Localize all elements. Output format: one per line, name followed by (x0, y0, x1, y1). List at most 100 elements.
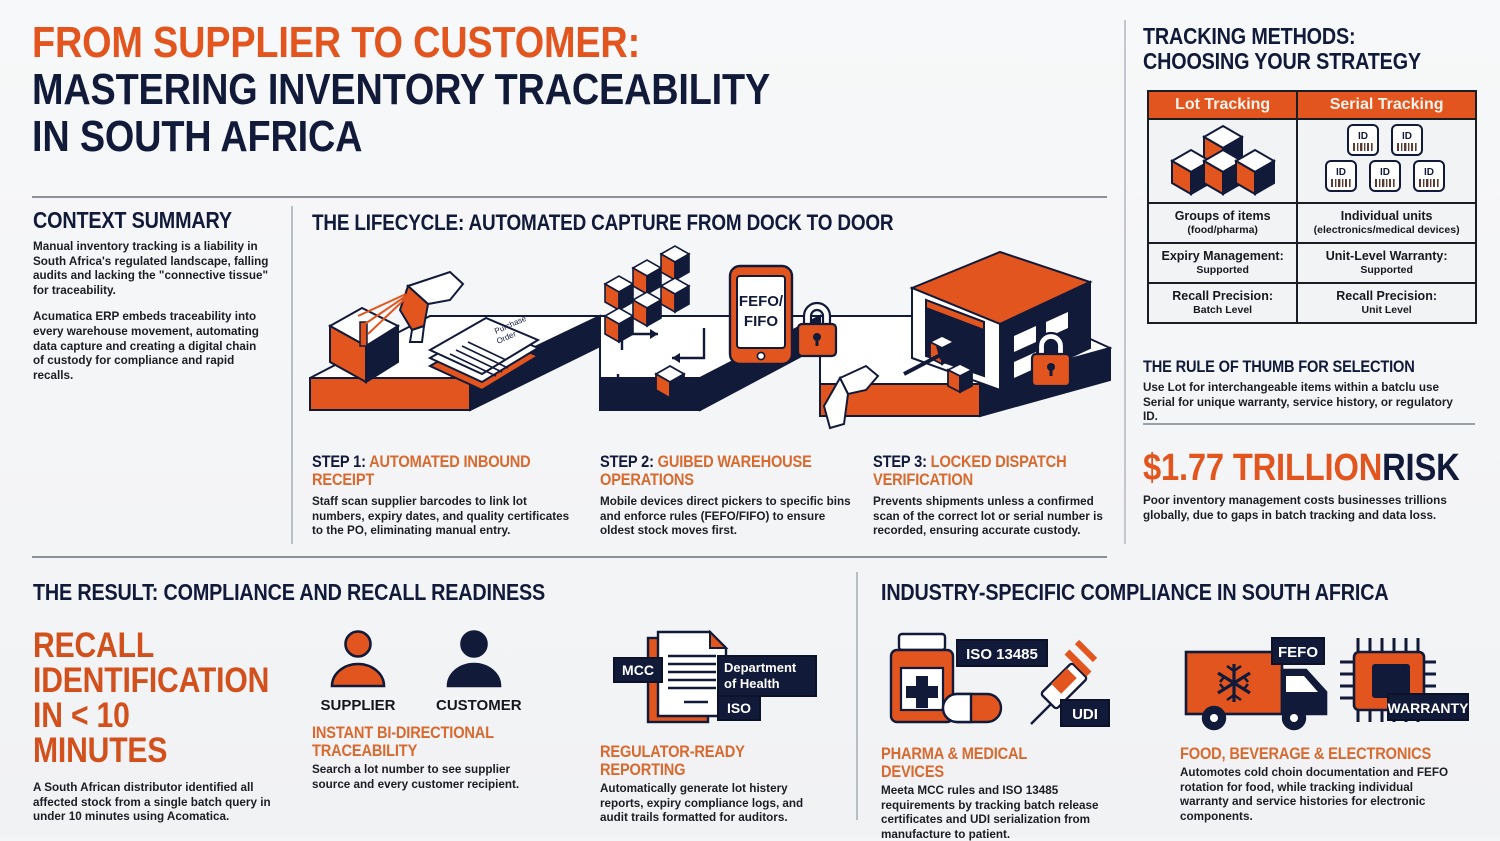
svg-text:ID: ID (1380, 167, 1390, 178)
capsule-icon (941, 692, 1003, 724)
recall-stat-block: RECALL IDENTIFICATION IN < 10 MINUTES A … (33, 628, 303, 824)
rule-of-thumb-section: THE RULE OF THUMB FOR SELECTION Use Lot … (1143, 358, 1479, 424)
id-tags-icon: ID ID ID (1324, 123, 1445, 192)
svg-text:ISO 13485: ISO 13485 (966, 646, 1038, 663)
cell-lot-row-2-sub: Supported (1196, 264, 1249, 276)
result-section-heading: THE RESULT: COMPLIANCE AND RECALL READIN… (33, 579, 546, 605)
inbound-box (327, 306, 401, 384)
regulator-reporting-block: MCC Department of Health ISO REGULATOR-R… (600, 629, 840, 825)
pharma-heading: PHARMA & MEDICAL DEVICES (881, 744, 1027, 781)
risk-section: $1.77 TRILLIONRISK Poor inventory manage… (1143, 448, 1483, 522)
risk-headline: $1.77 TRILLIONRISK (1143, 448, 1460, 488)
tracking-methods-table: Lot Tracking Serial Tracking (1146, 90, 1477, 324)
tracking-methods-heading-line1: TRACKING METHODS: (1143, 23, 1356, 49)
rule-of-thumb-heading: THE RULE OF THUMB FOR SELECTION (1143, 357, 1415, 376)
tag-department-of-health: Department of Health (717, 655, 817, 697)
cell-lot-row-1-sub: (food/pharma) (1187, 224, 1258, 236)
table-header-row: Lot Tracking Serial Tracking (1146, 90, 1477, 120)
table-row: Recall Precision: Batch Level Recall Pre… (1146, 282, 1477, 324)
divider-bottom (32, 556, 1107, 558)
step-2: STEP 2: GUIBED WAREHOUSE OPERATIONS Mobi… (600, 453, 865, 538)
column-header-serial-tracking: Serial Tracking (1296, 90, 1477, 120)
table-row: Expiry Management: Supported Unit-Level … (1146, 242, 1477, 284)
serial-tracking-illustration-cell: ID ID ID (1296, 118, 1477, 204)
tracking-methods-heading: TRACKING METHODS: CHOOSING YOUR STRATEGY (1143, 24, 1421, 74)
cell-serial-row-1-main: Individual units (1340, 209, 1433, 223)
title-line-2: MASTERING INVENTORY TRACEABILITY (32, 65, 771, 114)
svg-text:MCC: MCC (622, 662, 654, 678)
step-1-description: Staff scan supplier barcodes to link lot… (312, 494, 570, 538)
bidirectional-heading: INSTANT BI-DIRECTIONAL TRACEABILITY (312, 723, 494, 760)
step-1-label: STEP 1: (312, 452, 366, 471)
regulator-reporting-heading: REGULATOR-READY REPORTING (600, 742, 745, 779)
industry-section-heading: INDUSTRY-SPECIFIC COMPLIANCE IN SOUTH AF… (881, 579, 1389, 605)
step-3: STEP 3: LOCKED DISPATCH VERIFICATION Pre… (873, 453, 1121, 538)
tag-udi: UDI (1060, 699, 1110, 727)
svg-text:Department: Department (724, 660, 797, 675)
step-3-heading: STEP 3: LOCKED DISPATCH VERIFICATION (873, 453, 1086, 489)
lifecycle-illustration: .o{fill:#e2551e}.n{fill:#121a3a}.w{fill:… (300, 238, 1120, 448)
lifecycle-heading: THE LIFECYCLE: AUTOMATED CAPTURE FROM DO… (312, 210, 894, 235)
cell-lot-row-3: Recall Precision: Batch Level (1146, 282, 1299, 324)
pharma-icons: ISO 13485 UDI (889, 632, 1110, 727)
purchase-order-document: Purchase Order (427, 314, 541, 392)
risk-description: Poor inventory management costs business… (1143, 493, 1447, 522)
cell-serial-row-2-main: Unit-Level Warranty: (1325, 249, 1448, 263)
cell-serial-row-2-sub: Supported (1360, 264, 1413, 276)
svg-text:ID: ID (1424, 167, 1434, 178)
context-summary-heading: CONTEXT SUMMARY (33, 207, 232, 233)
supplier-label: SUPPLIER (320, 697, 396, 714)
food-electronics-block: FEFO (1180, 630, 1472, 823)
cell-lot-row-2-main: Expiry Management: (1161, 249, 1284, 263)
cell-serial-row-3-sub: Unit Level (1361, 304, 1412, 316)
tag-fefo: FEFO (1271, 637, 1325, 665)
refrigerated-truck-icon: FEFO (1184, 637, 1328, 731)
customer-label: CUSTOMER (436, 697, 522, 714)
stacked-boxes-icon (1169, 124, 1276, 196)
step-2-label: STEP 2: (600, 452, 654, 471)
step-1-heading: STEP 1: AUTOMATED INBOUND RECEIPT (312, 453, 553, 489)
tag-iso: ISO (717, 695, 761, 721)
cell-lot-row-1-main: Groups of items (1174, 209, 1271, 223)
tag-iso-13485: ISO 13485 (956, 639, 1048, 667)
svg-text:ID: ID (1402, 131, 1412, 142)
tag-warranty: WARRANTY (1387, 693, 1470, 721)
divider-top (32, 196, 1107, 198)
title-line-3: IN SOUTH AFRICA (32, 112, 363, 161)
cell-serial-row-1-sub: (electronics/medical devices) (1313, 224, 1460, 236)
picking-route-arrows (616, 328, 706, 395)
person-icon-supplier (330, 630, 386, 688)
svg-text:ID: ID (1336, 167, 1346, 178)
phone-label-line1: FEFO/ (739, 293, 784, 310)
food-electronics-description: Automotes cold choin documentation and F… (1180, 765, 1449, 823)
tag-mcc: MCC (613, 657, 663, 683)
pharma-description: Meeta MCC rules and ISO 13485 requiremen… (881, 783, 1099, 841)
recall-line-2: IDENTIFICATION (33, 661, 270, 700)
svg-text:ID: ID (1358, 131, 1368, 142)
lifecycle-svg: .o{fill:#e2551e}.n{fill:#121a3a}.w{fill:… (309, 245, 1113, 430)
dispatch-scanner-icon (822, 364, 880, 430)
supplier-person: SUPPLIER (320, 630, 396, 714)
syringe-icon (1030, 639, 1098, 725)
divider-right-column (1143, 423, 1475, 425)
recall-description: A South African distributor identified a… (33, 780, 271, 824)
step-3-name: LOCKED DISPATCH VERIFICATION (873, 452, 1067, 489)
snowflake-icon (1217, 664, 1251, 702)
cell-lot-row-3-main: Recall Precision: (1172, 289, 1273, 303)
svg-text:FEFO: FEFO (1278, 644, 1318, 661)
cell-serial-row-3-main: Recall Precision: (1336, 289, 1437, 303)
bidirectional-traceability-block: SUPPLIER CUSTOMER INSTANT BI-DIRECTIONAL… (312, 630, 564, 791)
pill-bottle-icon (889, 632, 955, 724)
person-icon-customer (446, 630, 502, 688)
cell-serial-row-2: Unit-Level Warranty: Supported (1296, 242, 1477, 284)
food-electronics-icons: FEFO (1184, 637, 1470, 731)
picked-box (654, 364, 686, 400)
phone-label-line2: FIFO (744, 313, 778, 330)
table-row-illustrations: ID ID ID (1146, 118, 1477, 204)
step-2-heading: STEP 2: GUIBED WAREHOUSE OPERATIONS (600, 453, 828, 489)
context-summary-paragraph-2: Acumatica ERP embeds traceability into e… (33, 309, 259, 382)
svg-text:WARRANTY: WARRANTY (1388, 700, 1470, 716)
bidirectional-description: Search a lot number to see supplier sour… (312, 762, 520, 791)
step-2-description: Mobile devices direct pickers to specifi… (600, 494, 851, 538)
context-summary-section: CONTEXT SUMMARY Manual inventory trackin… (33, 208, 283, 394)
